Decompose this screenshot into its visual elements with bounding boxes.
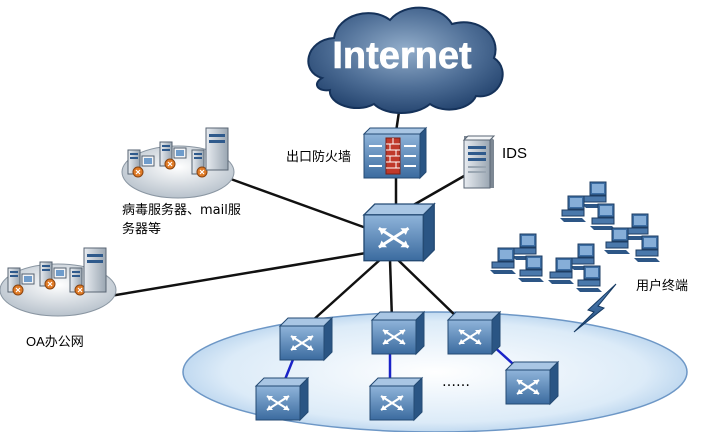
firewall-icon — [362, 126, 428, 180]
ids-server-icon — [462, 135, 496, 189]
virus-mail-server-cluster — [121, 127, 235, 199]
internet-cloud: Internet — [307, 6, 504, 114]
wireless-link-icon — [573, 283, 617, 333]
edge-switch-icon — [254, 376, 310, 422]
access-switch-icon — [370, 310, 426, 356]
oa-network-label: OA办公网 — [26, 334, 84, 349]
access-layer-ellipsis: …… — [442, 374, 470, 390]
core-switch-icon — [362, 202, 436, 263]
firewall-label: 出口防火墙 — [286, 150, 352, 165]
access-switch-icon — [278, 316, 334, 362]
virus-server-label-line1: 病毒服务器、mail服 — [122, 203, 241, 218]
user-terminals-label: 用户终端 — [636, 279, 689, 294]
edge-switch-icon — [368, 376, 424, 422]
ids-label: IDS — [502, 145, 528, 162]
virus-server-label-line2: 务器等 — [122, 222, 162, 237]
user-terminal-pcs — [489, 181, 661, 293]
oa-network-cluster — [0, 247, 117, 317]
internet-label: Internet — [332, 35, 472, 77]
access-switch-icon — [446, 310, 502, 356]
edge-switch-icon — [504, 360, 560, 406]
